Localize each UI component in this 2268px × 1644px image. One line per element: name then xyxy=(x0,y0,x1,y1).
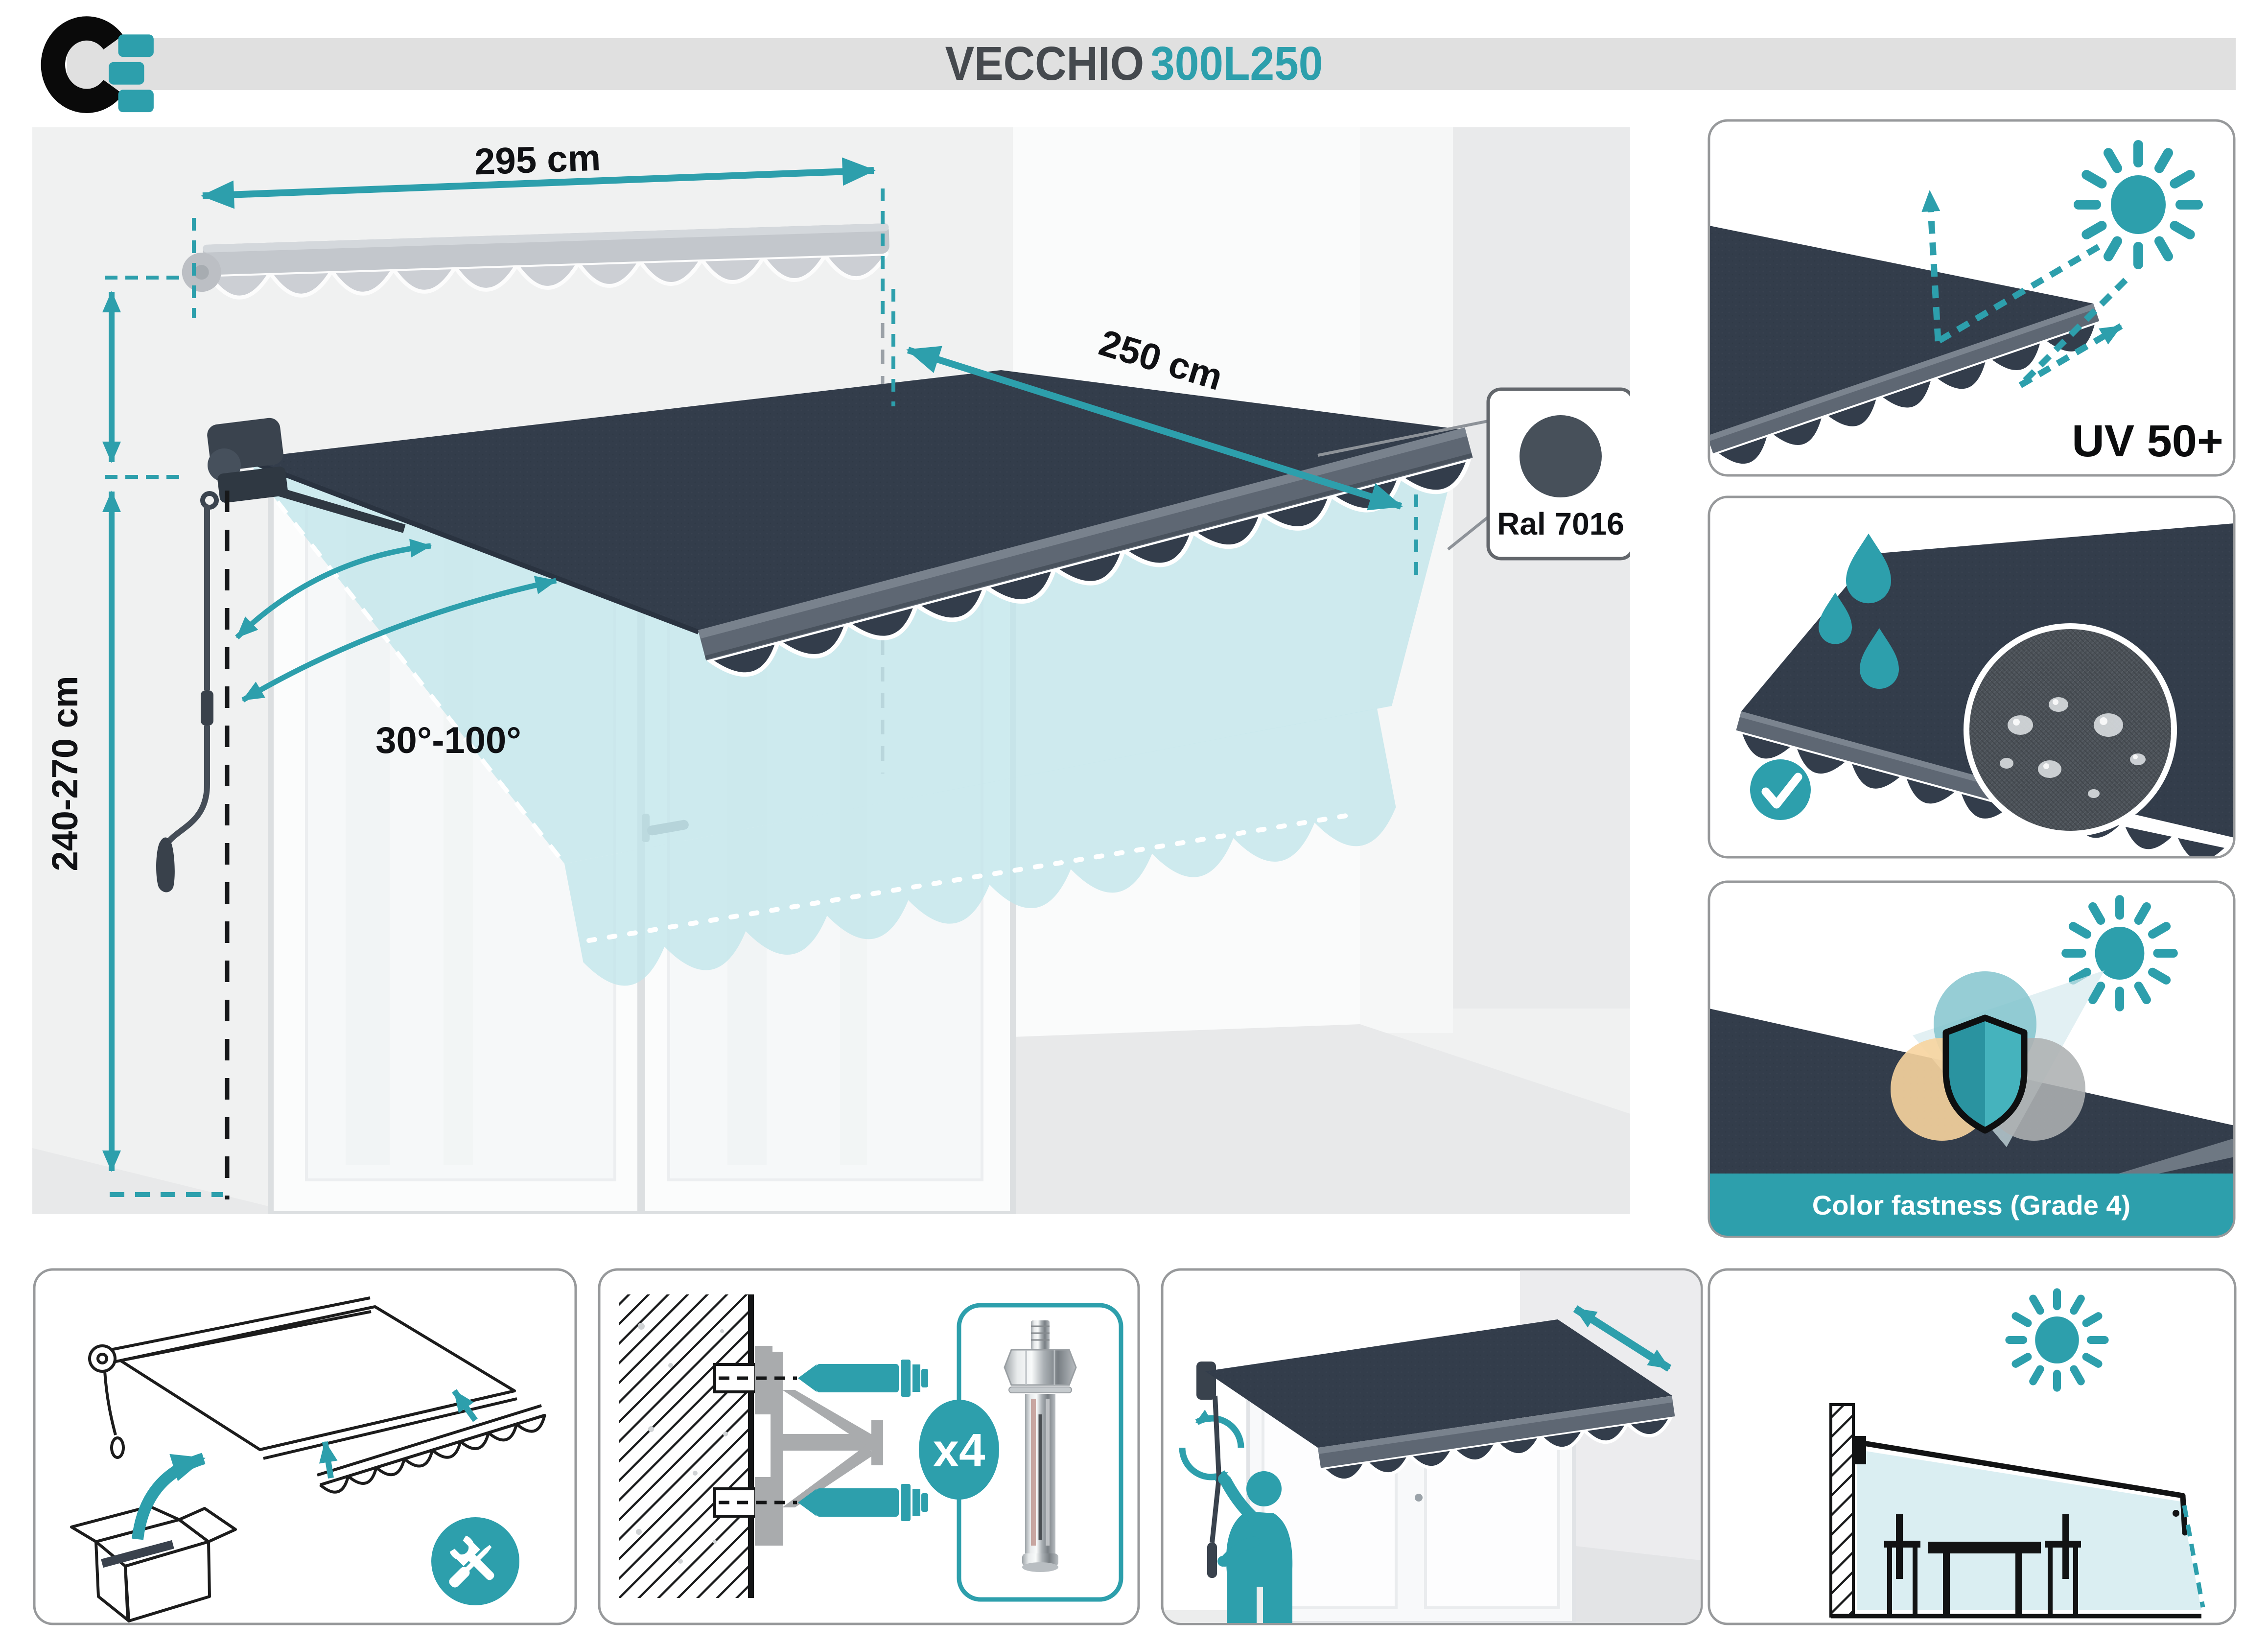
ral-label: Ral 7016 xyxy=(1497,506,1624,541)
ral-swatch xyxy=(1520,415,1602,497)
uv-fabric xyxy=(1710,225,2100,468)
shade-edge-dash xyxy=(2182,1505,2205,1608)
main-diagram: 295 cm xyxy=(32,127,1630,1214)
anchor-bolt-icon xyxy=(719,1360,928,1521)
crank-handle xyxy=(156,505,213,892)
panel-crank-operation xyxy=(1161,1268,1703,1625)
wall-bracket xyxy=(200,418,406,533)
feature-panel-fastness: Color fastness (Grade 4) xyxy=(1707,880,2236,1238)
anchor-count-label: x4 xyxy=(933,1424,985,1477)
product-model: 300L250 xyxy=(1150,37,1323,90)
dimension-projection xyxy=(891,289,1418,580)
valance-attach-arrows xyxy=(319,1389,478,1479)
header-bar xyxy=(67,38,2236,90)
feature-panel-water xyxy=(1707,495,2236,859)
uv-label: UV 50+ xyxy=(2072,416,2223,466)
dimension-width xyxy=(192,157,885,323)
mounting-bracket xyxy=(755,1346,883,1546)
floor-right xyxy=(1013,1024,1630,1214)
double-arrow-icon xyxy=(1573,1305,1672,1372)
fastness-label: Color fastness (Grade 4) xyxy=(1812,1190,2130,1221)
floor-left xyxy=(32,1148,271,1214)
anchor-count-badge xyxy=(919,1400,999,1500)
wall-hatch xyxy=(619,1294,757,1598)
side-wall xyxy=(1453,127,1630,1009)
width-label: 295 cm xyxy=(474,137,602,183)
logo-c-arc xyxy=(41,16,123,113)
shield-icon xyxy=(1942,1014,2028,1134)
anchor-bolt-photo xyxy=(1004,1320,1077,1572)
tools-icon xyxy=(431,1517,519,1605)
mini-awning xyxy=(1196,1319,1675,1482)
person-silhouette xyxy=(1217,1471,1293,1623)
product-name: VECCHIO xyxy=(945,37,1145,90)
feature-panel-uv: UV 50+ xyxy=(1707,119,2236,477)
panel-mounting: x4 xyxy=(598,1268,1140,1625)
logo-bars xyxy=(109,34,154,113)
ghost-folded-awning xyxy=(182,223,889,300)
check-icon xyxy=(1750,759,1811,820)
panel-shade-sideview xyxy=(1707,1268,2237,1625)
angle-label: 30°-100° xyxy=(375,720,521,761)
ral-color-card: Ral 7016 xyxy=(1317,387,1630,561)
angle-indicator xyxy=(235,539,557,703)
panel-unboxing xyxy=(33,1268,577,1625)
height-label: 240-270 cm xyxy=(45,676,85,871)
uv-reflection-arrows xyxy=(1921,190,2128,388)
dimension-height xyxy=(102,276,223,1197)
fastness-caption-bar xyxy=(1710,1174,2233,1236)
anchor-card: x4 xyxy=(919,1303,1123,1602)
awning-line-art xyxy=(88,1296,546,1494)
unboxing-icon xyxy=(70,1505,237,1622)
brand-logo xyxy=(41,16,154,113)
table-chairs-icon xyxy=(1884,1514,2081,1616)
fabric-closeup-circle xyxy=(1964,623,2177,837)
out-of-box-arrow xyxy=(132,1453,206,1540)
